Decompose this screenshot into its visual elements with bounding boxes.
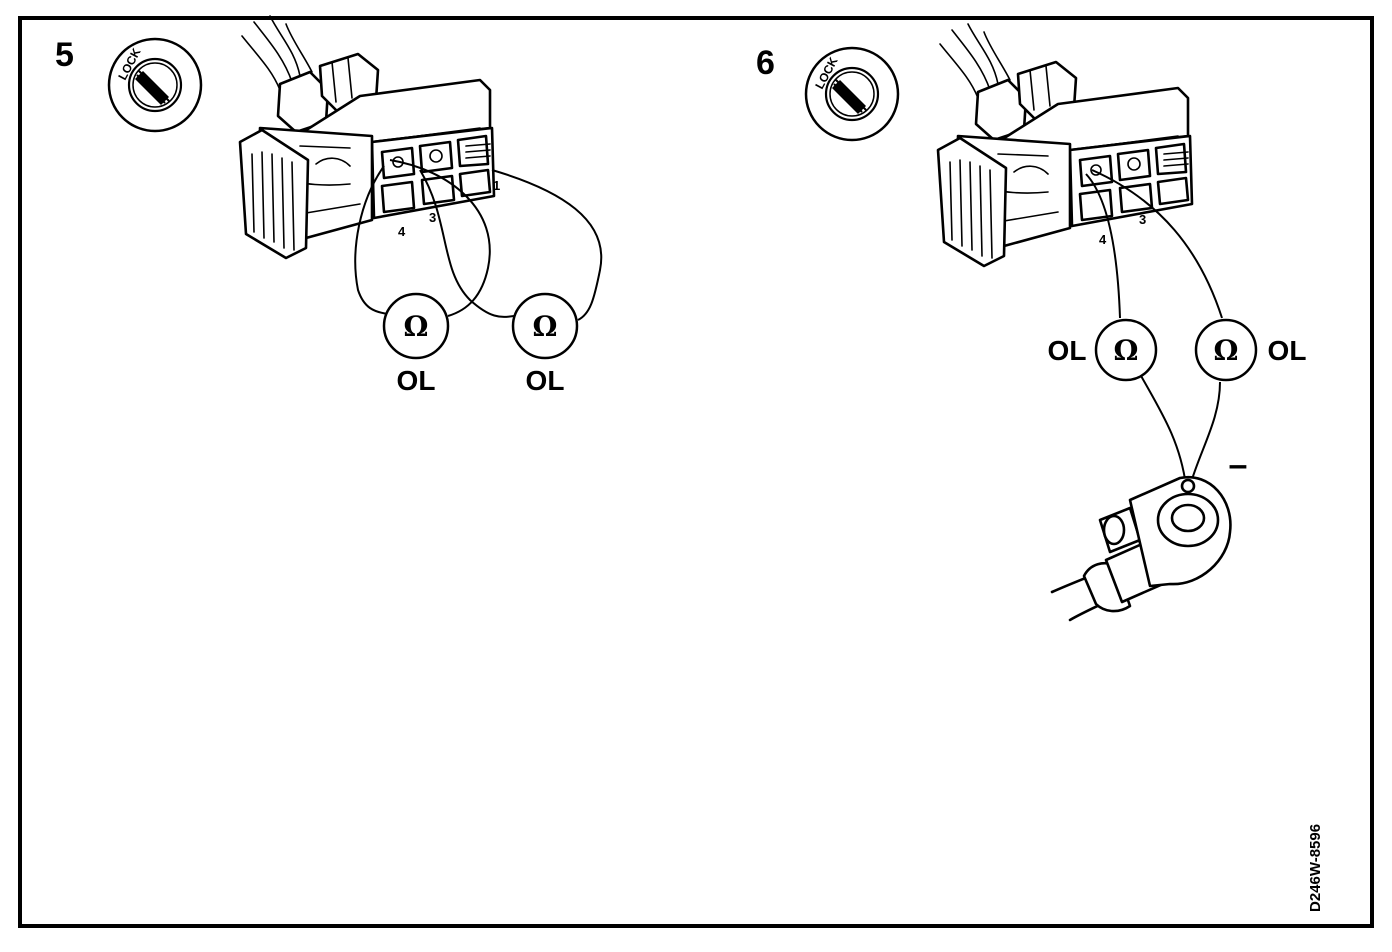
test-lead <box>354 165 389 315</box>
ohmmeter: Ω <box>1194 318 1258 382</box>
figure-code: D246W-8596 <box>1307 824 1324 912</box>
test-lead <box>419 169 515 318</box>
reading-ol: OL <box>397 365 436 396</box>
reading-ol: OL <box>526 365 565 396</box>
wiring-connector <box>238 14 496 260</box>
ohmmeter: Ω <box>511 292 579 360</box>
ground-sign: – <box>1229 446 1248 484</box>
pin-label-1: 1 <box>493 178 500 193</box>
pin-label-3: 3 <box>1139 212 1146 227</box>
step-number-5: 5 <box>55 36 74 74</box>
pin-label-4: 4 <box>1099 232 1107 247</box>
figure-frame <box>18 16 1374 928</box>
test-lead <box>389 159 491 317</box>
test-lead <box>1189 381 1221 487</box>
ohm-icon: Ω <box>404 310 429 343</box>
ohmmeter: Ω <box>382 292 450 360</box>
ohm-icon: Ω <box>1114 334 1139 367</box>
pin-label-3: 3 <box>429 210 436 225</box>
ohmmeter: Ω <box>1094 318 1158 382</box>
ohm-icon: Ω <box>533 310 558 343</box>
step-number-6: 6 <box>756 44 775 82</box>
test-lead <box>1085 173 1121 319</box>
wiring-connector <box>936 22 1194 268</box>
test-lead <box>491 169 603 321</box>
panel-5: 5 LOCK 4 3 1 Ω Ω OL OL <box>55 14 603 396</box>
test-lead <box>1139 373 1187 487</box>
reading-ol: OL <box>1268 335 1307 366</box>
ignition-lock-icon: LOCK <box>804 46 900 142</box>
panel-6: 6 LOCK 4 3 Ω Ω OL OL – <box>756 22 1307 622</box>
reading-ol: OL <box>1048 335 1087 366</box>
test-lead <box>1091 169 1223 319</box>
pin-label-4: 4 <box>398 224 406 239</box>
ignition-lock-icon: LOCK <box>107 37 203 133</box>
ohm-icon: Ω <box>1214 334 1239 367</box>
sensor-terminal <box>1050 475 1232 622</box>
